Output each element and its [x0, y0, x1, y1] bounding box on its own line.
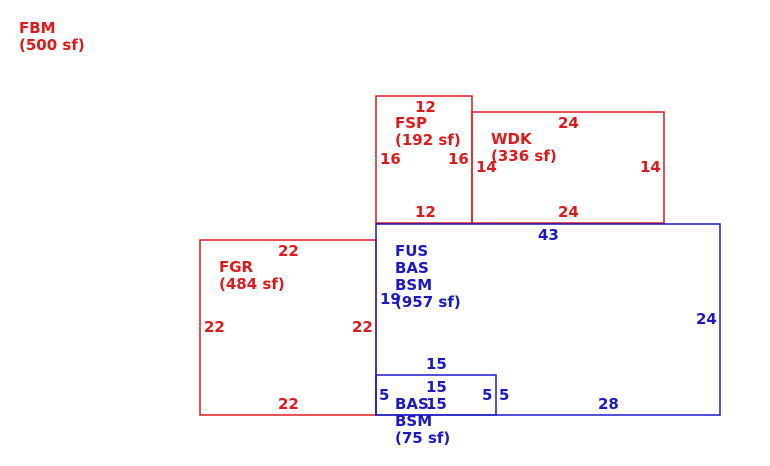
fgr-dim-left: 22 [204, 318, 225, 336]
wdk-dim-bottom: 24 [558, 203, 579, 221]
main-dim-right: 24 [696, 310, 717, 328]
main-dim-top: 43 [538, 226, 559, 244]
fbm-size: (500 sf) [19, 36, 85, 54]
wdk-code: WDK [491, 130, 532, 148]
small-dim-right-outer: 5 [499, 386, 510, 404]
wdk-dim-right: 14 [640, 158, 661, 176]
wdk-dim-left: 14 [476, 158, 497, 176]
fsp-dim-top: 12 [415, 98, 436, 116]
main-dim-inner-top: 15 [426, 355, 447, 373]
main-dim-left: 19 [380, 290, 401, 308]
wdk-dim-top: 24 [558, 114, 579, 132]
main-size: (957 sf) [395, 293, 461, 311]
small-area-outline [375, 374, 497, 416]
small-dim-top: 15 [426, 378, 447, 396]
small-dim-left: 5 [379, 386, 390, 404]
wdk-outline [471, 111, 665, 224]
fgr-dim-right: 22 [352, 318, 373, 336]
small-dim-right: 5 [482, 386, 493, 404]
fsp-size: (192 sf) [395, 131, 461, 149]
small-size: (75 sf) [395, 429, 451, 447]
fsp-dim-right: 16 [448, 150, 469, 168]
main-code-bas: BAS [395, 259, 429, 277]
fgr-dim-top: 22 [278, 242, 299, 260]
main-area-outline [375, 223, 721, 416]
fgr-code: FGR [219, 258, 254, 276]
small-dim-bottom: 15 [426, 395, 447, 413]
main-code-bsm: BSM [395, 276, 433, 294]
wdk-size: (336 sf) [491, 147, 557, 165]
fgr-dim-bottom: 22 [278, 395, 299, 413]
fsp-dim-bottom: 12 [415, 203, 436, 221]
fsp-dim-left: 16 [380, 150, 401, 168]
small-code-bsm: BSM [395, 412, 433, 430]
main-dim-bottom: 28 [598, 395, 619, 413]
small-code-bas: BAS [395, 395, 429, 413]
fbm-code: FBM [19, 19, 56, 37]
fsp-code: FSP [395, 114, 428, 132]
main-code-fus: FUS [395, 242, 429, 260]
fgr-size: (484 sf) [219, 275, 285, 293]
